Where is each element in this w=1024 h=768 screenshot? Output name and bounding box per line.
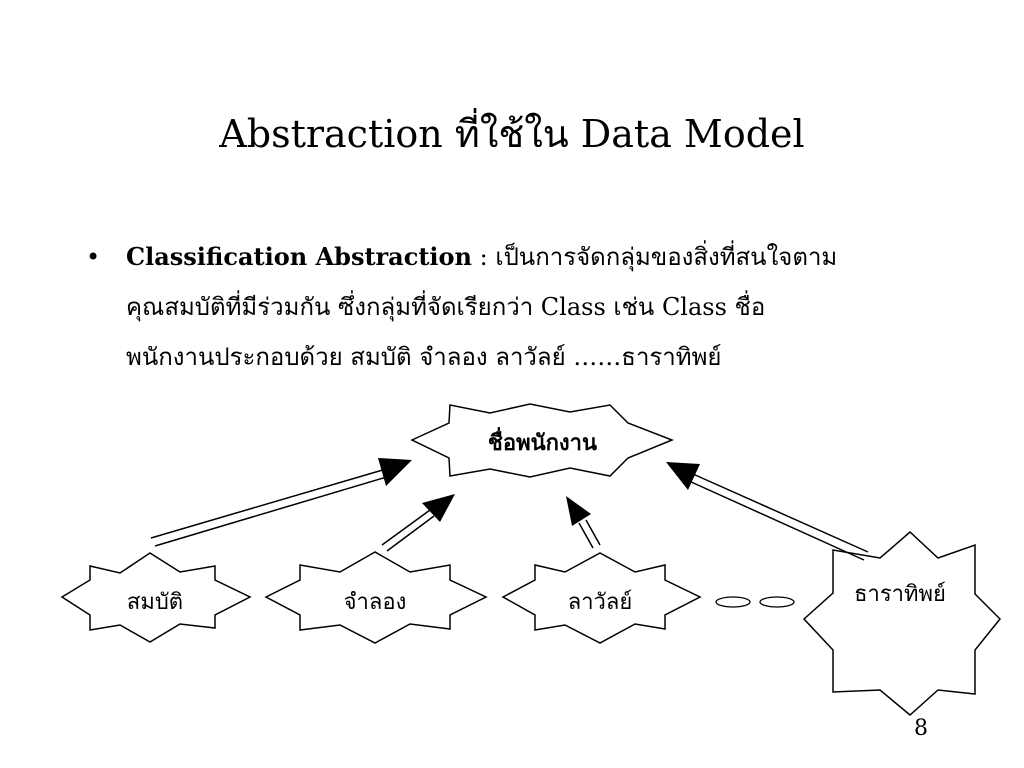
- instance-shape-3: [501, 552, 702, 644]
- instance-shape-1: [60, 552, 252, 643]
- bullet-line-2: คุณสมบัติที่มีร่วมกัน ซึ่งกลุ่มที่จัดเรี…: [126, 293, 766, 321]
- bullet-line-1: Classification Abstraction : เป็นการจัดก…: [126, 232, 837, 282]
- arrow-2: [381, 494, 455, 552]
- instance-label-2: จำลอง: [343, 590, 407, 615]
- arrow-4: [666, 462, 869, 561]
- class-label: ชื่อพนักงาน: [487, 430, 598, 456]
- instance-shape-2: [264, 551, 488, 644]
- ellipsis-shape-1: [715, 596, 751, 608]
- arrow-1: [150, 458, 412, 547]
- bullet-line-1-text: : เป็นการจัดกลุ่มของสิ่งที่สนใจตาม: [472, 243, 838, 271]
- bullet-marker: •: [86, 243, 101, 271]
- bullet-line-3: พนักงานประกอบด้วย สมบัติ จำลอง ลาวัลย์ ……: [126, 343, 722, 371]
- arrow-3: [566, 496, 601, 549]
- ellipsis-shape-2: [759, 596, 795, 608]
- class-shape: [410, 403, 675, 478]
- instance-shape-4: [802, 530, 1002, 716]
- instance-label-1: สมบัติ: [126, 590, 184, 615]
- slide-title: Abstraction ที่ใช้ใน Data Model: [219, 112, 805, 156]
- page-number: 8: [914, 716, 928, 741]
- bullet-term: Classification Abstraction: [126, 242, 473, 271]
- instance-label-3: ลาวัลย์: [567, 590, 633, 615]
- instance-label-4: ธาราทิพย์: [854, 582, 946, 607]
